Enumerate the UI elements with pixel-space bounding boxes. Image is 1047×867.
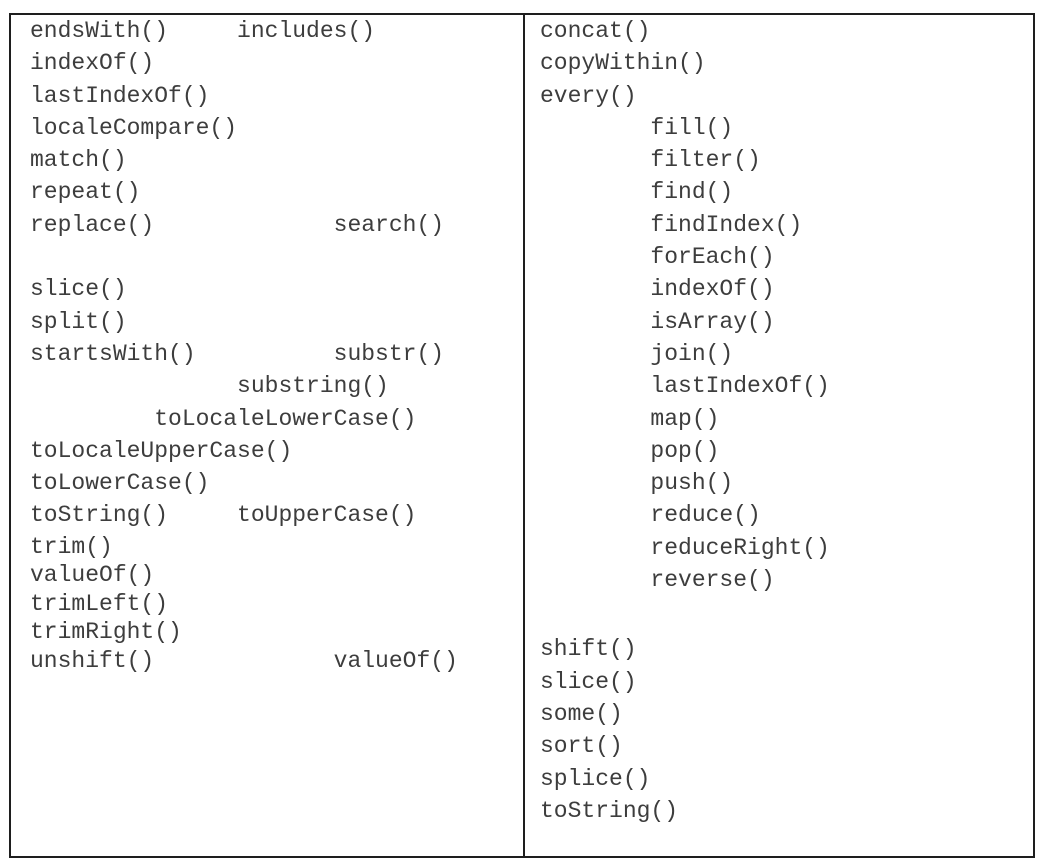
string-methods-column: endsWith() includes() indexOf() lastInde… — [11, 15, 525, 856]
array-methods-list-bottom: shift() slice() some() sort() splice() t… — [540, 636, 679, 824]
array-methods-column: concat() copyWithin() every() fill() fil… — [525, 15, 1033, 856]
methods-comparison-table: endsWith() includes() indexOf() lastInde… — [9, 13, 1035, 858]
string-methods-list-top: endsWith() includes() indexOf() lastInde… — [30, 18, 445, 529]
array-methods-list-top: concat() copyWithin() every() fill() fil… — [540, 18, 830, 594]
string-methods-list-bottom: trim() valueOf() trimLeft() trimRight() … — [30, 533, 458, 674]
